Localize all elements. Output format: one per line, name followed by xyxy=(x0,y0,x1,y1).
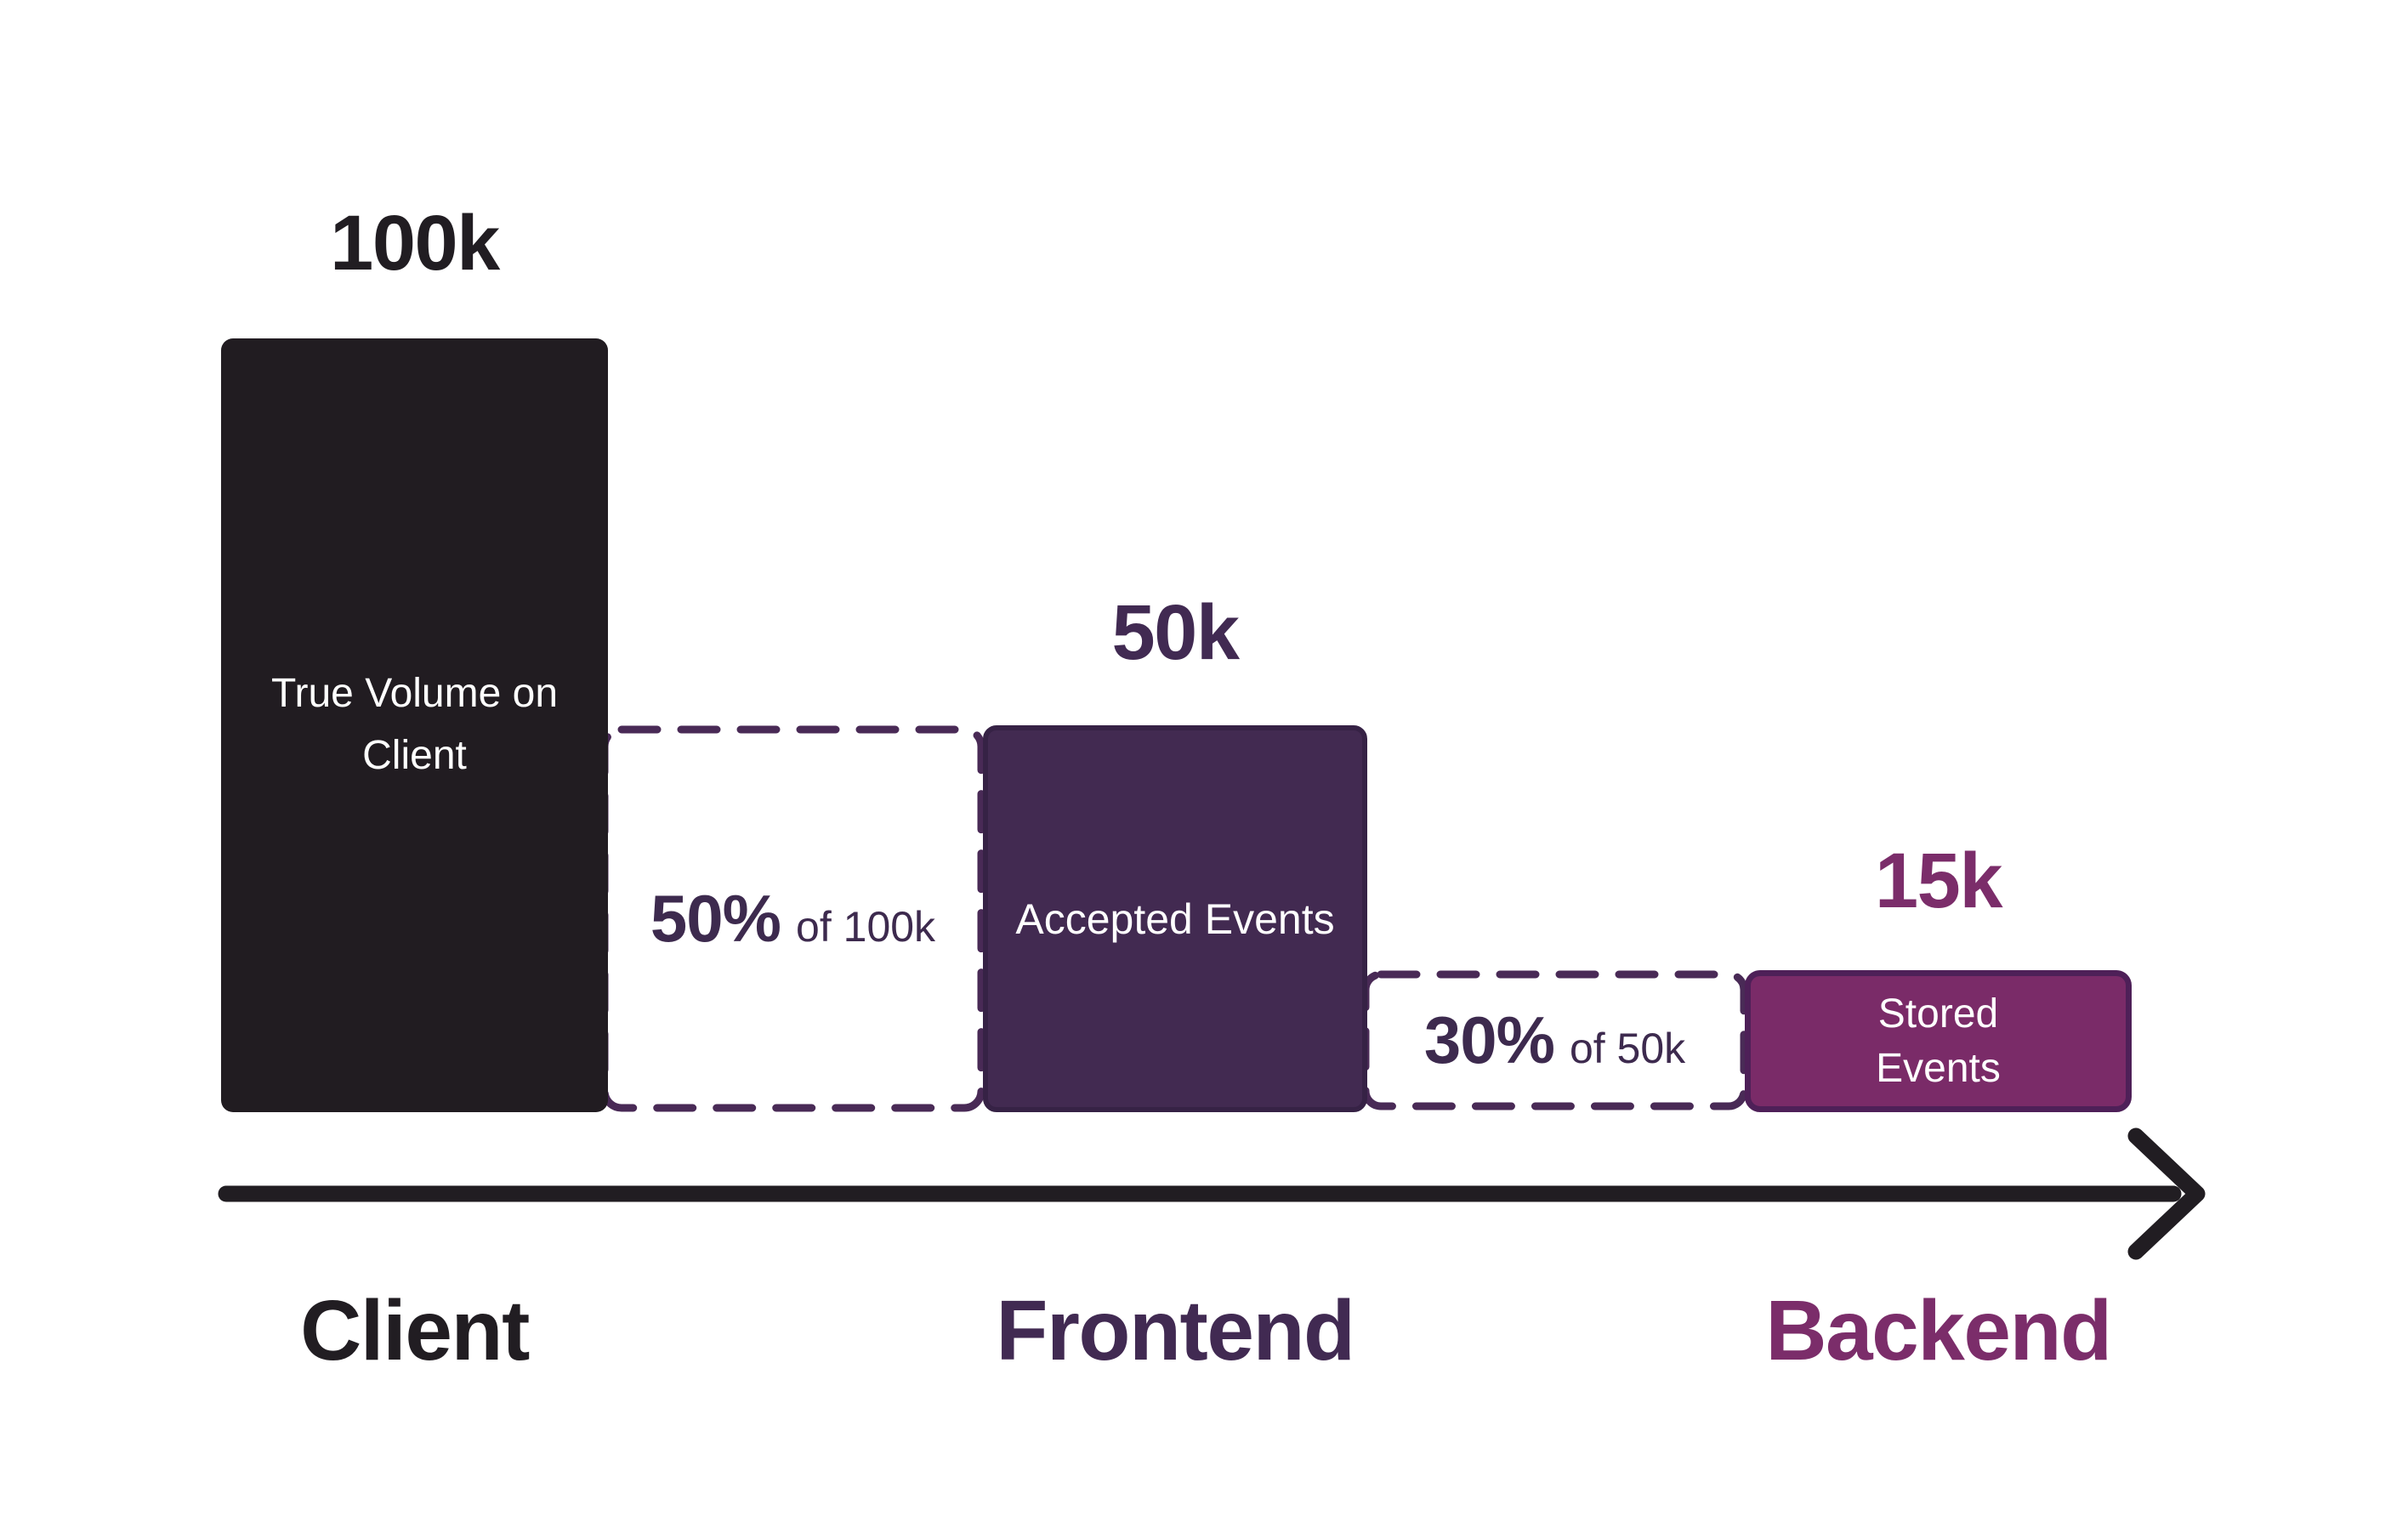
axis-label-backend: Backend xyxy=(1765,1283,2112,1378)
dropoff-basis: of 50k xyxy=(1569,1025,1686,1072)
dropoff-box-backend: 30% of 50k xyxy=(1361,970,1748,1110)
dropoff-box-frontend: 50% of 100k xyxy=(600,725,985,1112)
dropoff-percent: 30% xyxy=(1423,1002,1555,1077)
bar-label: Accepted Events xyxy=(1015,894,1335,943)
dropoff-percent: 50% xyxy=(650,881,781,956)
value-label-backend: 15k xyxy=(1875,838,2003,924)
dropoff-text-backend: 30% of 50k xyxy=(1424,1002,1685,1079)
dropoff-basis: of 100k xyxy=(796,903,936,951)
flow-axis-arrow-icon xyxy=(218,1127,2206,1260)
bar-label: True Volume on Client xyxy=(270,671,559,778)
bar-true-volume: True Volume on Client xyxy=(221,338,608,1112)
axis-label-frontend: Frontend xyxy=(996,1283,1355,1378)
bar-accepted-events: Accepted Events xyxy=(983,725,1367,1112)
value-label-client: 100k xyxy=(330,200,500,287)
axis-label-client: Client xyxy=(300,1283,530,1378)
bar-label: Stored Events xyxy=(1876,991,2001,1091)
bar-stored-events: Stored Events xyxy=(1745,970,2132,1112)
dropoff-text-frontend: 50% of 100k xyxy=(650,880,935,957)
value-label-frontend: 50k xyxy=(1111,589,1241,676)
